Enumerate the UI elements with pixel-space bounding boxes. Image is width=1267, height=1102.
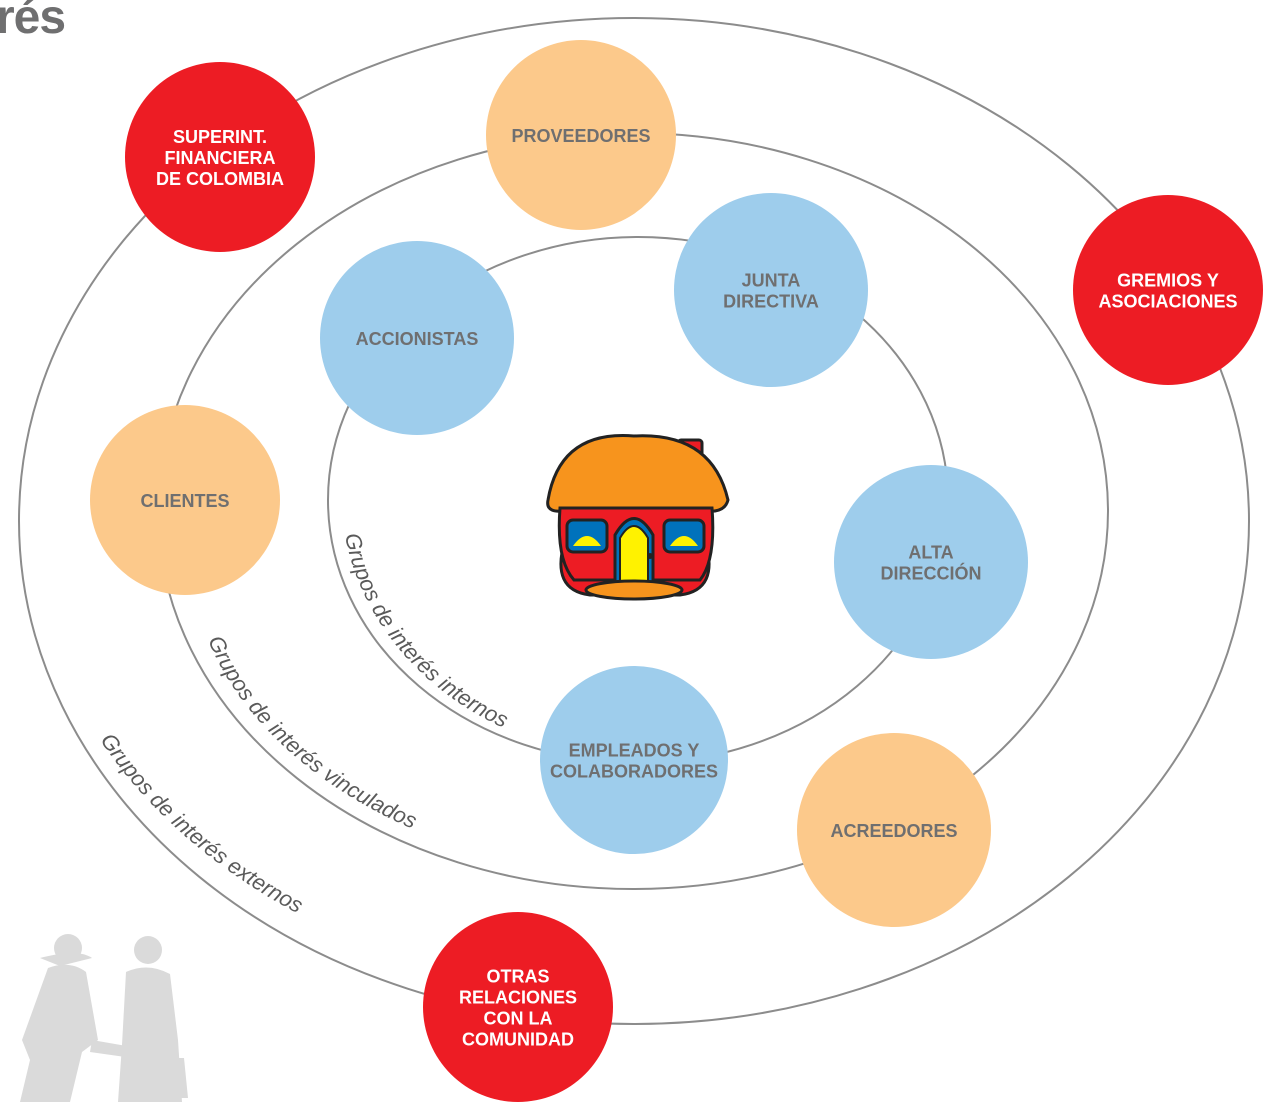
stakeholder-label-line: COMUNIDAD <box>462 1030 574 1050</box>
stakeholder-label-line: PROVEEDORES <box>511 126 650 146</box>
stakeholder-label: ACCIONISTAS <box>356 329 479 349</box>
stakeholder-label-line: CLIENTES <box>140 491 229 511</box>
stakeholder-label-line: GREMIOS Y <box>1117 271 1219 291</box>
stakeholder-node-proveedores: PROVEEDORES <box>486 40 676 230</box>
stakeholder-circle <box>540 666 728 854</box>
stakeholder-node-clientes: CLIENTES <box>90 405 280 595</box>
stakeholder-label-line: ASOCIACIONES <box>1098 292 1237 312</box>
ring-label-external: Grupos de interés externos <box>96 729 307 918</box>
stakeholder-label: CLIENTES <box>140 491 229 511</box>
stakeholder-label-line: ACCIONISTAS <box>356 329 479 349</box>
stakeholder-circle <box>834 465 1028 659</box>
stakeholder-label-line: SUPERINT. <box>173 127 267 147</box>
stakeholder-circle <box>486 40 676 230</box>
stakeholder-node-accionistas: ACCIONISTAS <box>320 241 514 435</box>
stakeholder-circle <box>90 405 280 595</box>
people-silhouette-icon <box>20 934 188 1102</box>
stakeholder-label: ACREEDORES <box>830 821 957 841</box>
stakeholder-label: PROVEEDORES <box>511 126 650 146</box>
stakeholder-circle <box>1073 195 1263 385</box>
stakeholder-circle <box>674 193 868 387</box>
stakeholder-label-line: OTRAS <box>487 967 550 987</box>
ring-label-internal: Grupos de interés internos <box>340 531 512 733</box>
stakeholder-label-line: DIRECCIÓN <box>880 563 981 584</box>
house-logo-icon <box>546 434 730 601</box>
svg-text:Grupos de interés externos: Grupos de interés externos <box>96 729 307 918</box>
svg-text:Grupos de interés internos: Grupos de interés internos <box>340 531 512 733</box>
ring-label-linked: Grupos de interés vinculados <box>203 632 420 834</box>
page-title: rés <box>0 0 66 44</box>
stakeholder-label-line: ALTA <box>908 543 953 563</box>
stakeholder-label-line: DE COLOMBIA <box>156 169 284 189</box>
stakeholder-node-acreedores: ACREEDORES <box>797 733 991 927</box>
stakeholder-circle <box>320 241 514 435</box>
external-ring <box>18 17 1250 1025</box>
stakeholder-label-line: JUNTA <box>742 271 801 291</box>
stakeholder-circle <box>125 62 315 252</box>
stakeholder-circle <box>797 733 991 927</box>
stakeholder-label-line: CON LA <box>484 1009 553 1029</box>
stakeholder-label-line: FINANCIERA <box>165 148 276 168</box>
svg-text:Grupos de interés vinculados: Grupos de interés vinculados <box>203 632 420 834</box>
stakeholder-label-line: DIRECTIVA <box>723 292 819 312</box>
stakeholder-label-line: COLABORADORES <box>550 762 718 782</box>
stakeholder-label-line: RELACIONES <box>459 988 577 1008</box>
stakeholder-label-line: EMPLEADOS Y <box>569 741 700 761</box>
stakeholder-label-line: ACREEDORES <box>830 821 957 841</box>
stakeholder-circle <box>423 912 613 1102</box>
